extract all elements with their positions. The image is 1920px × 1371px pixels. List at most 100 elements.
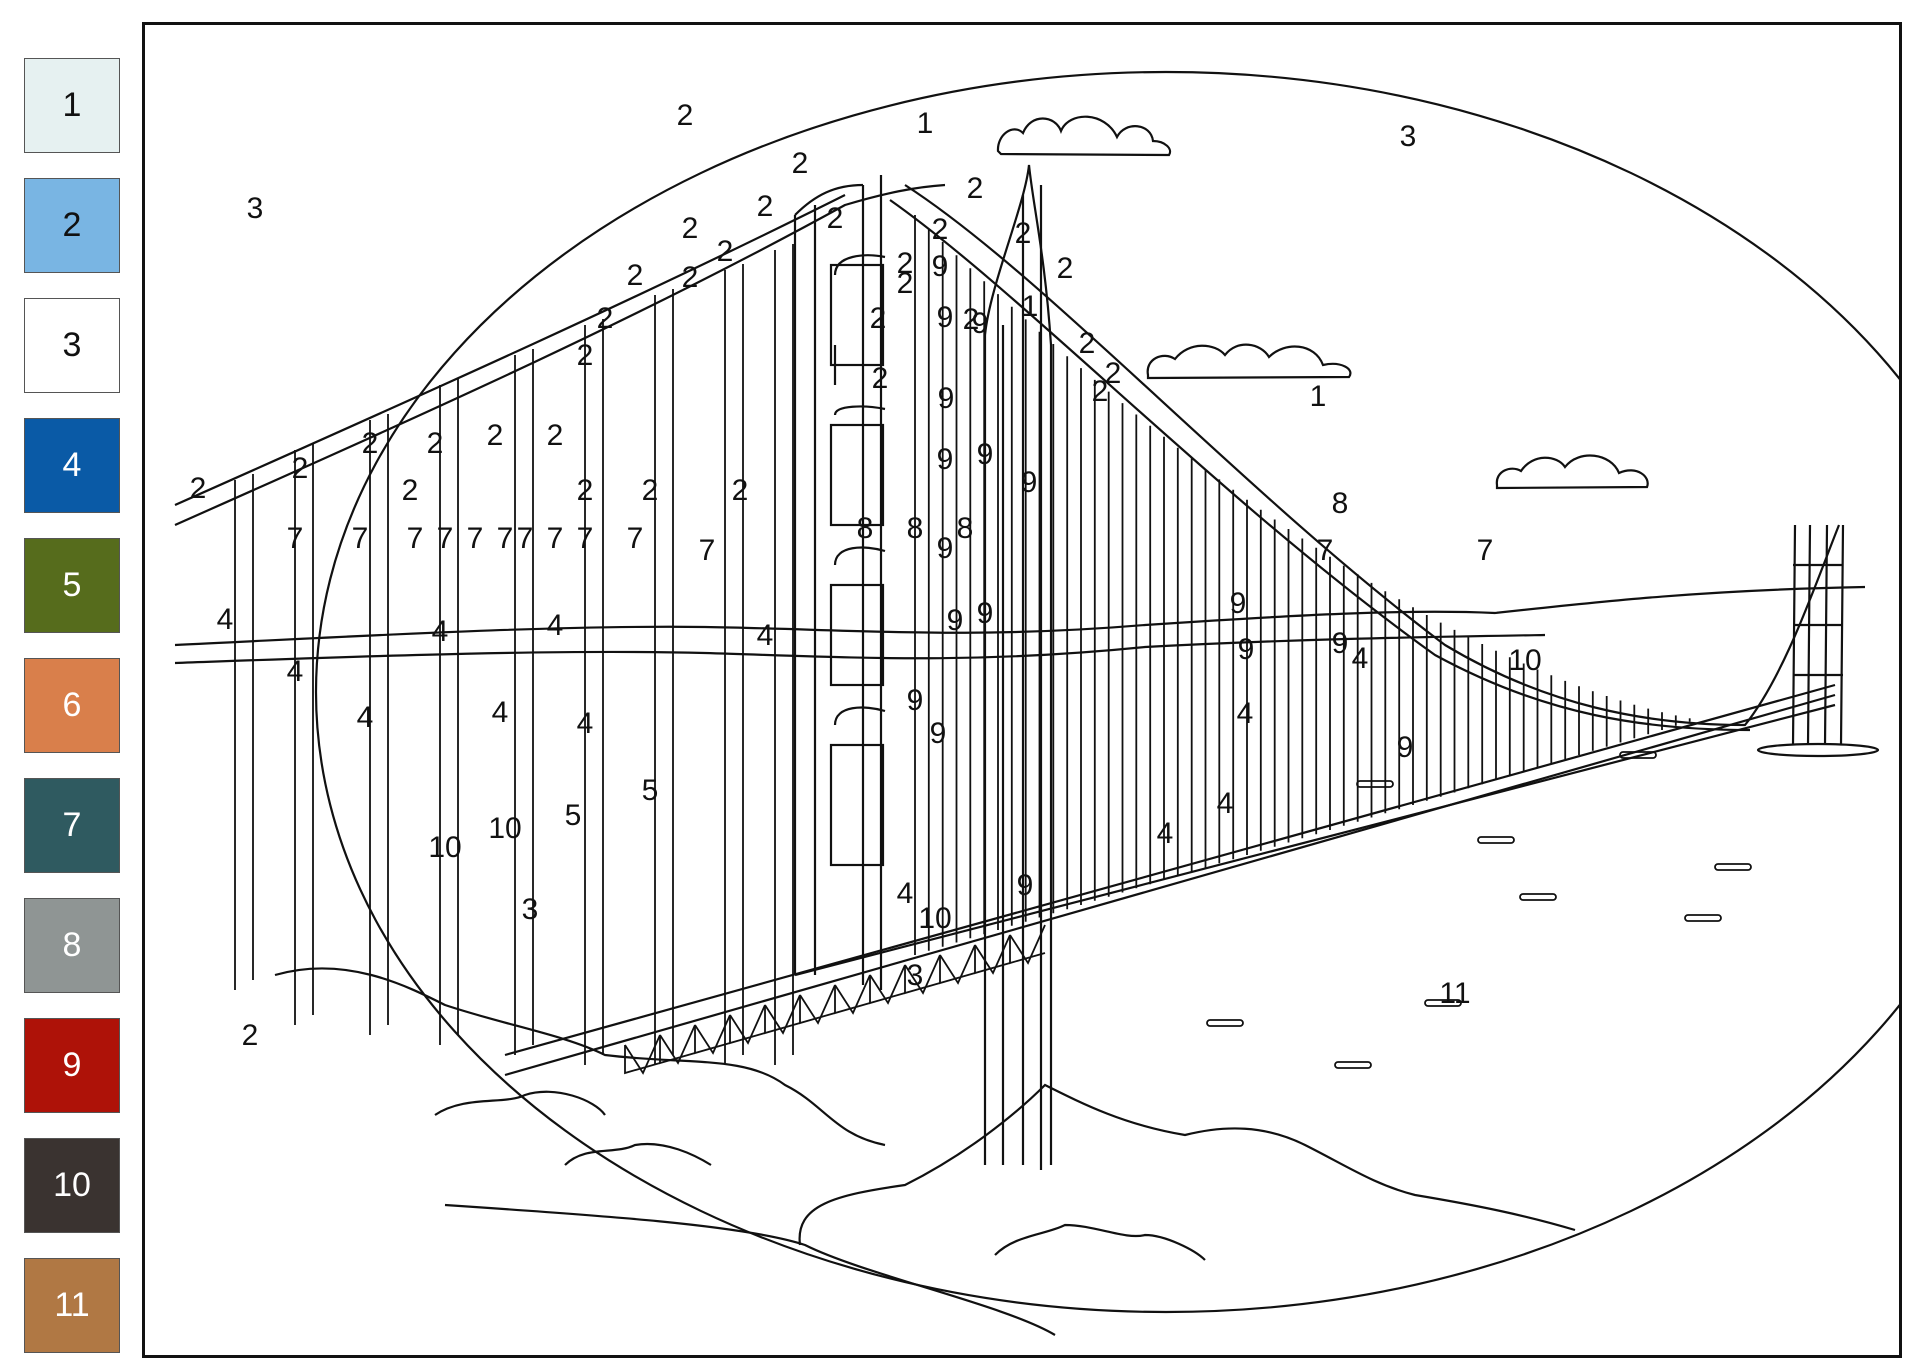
swatch-number: 10 [53,1166,91,1204]
water-ripple [1424,999,1462,1007]
right-rocks [798,1083,1576,1246]
region-label: 8 [1332,487,1349,520]
region-label: 8 [907,512,924,545]
region-label: 7 [1477,534,1494,567]
truss-segment [799,984,836,1025]
region-label: 2 [870,302,887,335]
region-label: 4 [357,701,374,734]
rock-detail [564,1142,712,1166]
region-label: 1 [917,107,934,140]
region-label: 3 [907,959,924,992]
suspender [654,289,674,1065]
main-cable [889,199,1751,732]
region-label: 9 [977,438,994,471]
region-label: 7 [547,522,564,555]
water-ripples [1206,751,1752,1069]
region-label: 7 [287,522,304,555]
color-swatch-8[interactable]: 8 [24,898,120,993]
region-label: 9 [947,604,964,637]
color-swatch-5[interactable]: 5 [24,538,120,633]
region-label: 7 [352,522,369,555]
water-ripple [1519,893,1557,901]
region-label: 8 [957,512,974,545]
water-ripple [1477,836,1515,844]
water-ripple [1714,863,1752,871]
region-label: 9 [932,250,949,283]
color-swatch-6[interactable]: 6 [24,658,120,753]
region-label: 10 [428,831,461,864]
region-label: 2 [1057,252,1074,285]
region-label: 9 [1021,466,1038,499]
region-label: 1 [1310,380,1327,413]
color-swatch-1[interactable]: 1 [24,58,120,153]
region-label: 2 [897,247,914,280]
region-label: 9 [1230,587,1247,620]
region-label: 2 [577,474,594,507]
swatch-number: 3 [62,326,82,364]
region-label: 7 [497,522,514,555]
color-swatch-10[interactable]: 10 [24,1138,120,1233]
region-label: 3 [247,192,264,225]
region-label: 2 [242,1019,259,1052]
swatch-number: 5 [62,566,82,604]
swatch-number: 4 [62,446,82,484]
deck-truss [624,924,1046,1075]
region-label: 2 [827,202,844,235]
swatch-number: 11 [54,1286,90,1324]
swatch-number: 1 [62,86,82,124]
color-swatch-3[interactable]: 3 [24,298,120,393]
region-label: 9 [1332,627,1349,660]
color-swatch-11[interactable]: 11 [24,1258,120,1353]
truss-segment [904,954,941,995]
region-label: 3 [1400,120,1417,153]
color-swatch-2[interactable]: 2 [24,178,120,273]
region-label: 4 [492,696,509,729]
swatch-number: 7 [62,806,82,844]
region-label: 7 [467,522,484,555]
cloud [1495,454,1649,490]
truss-segment [729,1004,766,1045]
oval-frame [315,71,1899,1313]
color-swatch-7[interactable]: 7 [24,778,120,873]
region-label: 4 [547,609,564,642]
region-label: 2 [963,303,980,336]
suspender [584,319,604,1065]
region-label: 9 [938,382,955,415]
color-swatch-4[interactable]: 4 [24,418,120,513]
rock-detail [434,1090,606,1116]
hills [174,585,1866,647]
region-label: 2 [627,259,644,292]
region-label: 8 [857,512,874,545]
region-label: 9 [937,532,954,565]
color-swatch-9[interactable]: 9 [24,1018,120,1113]
region-label: 4 [217,603,234,636]
suspender-cables [234,215,1691,1065]
region-label: 2 [1079,327,1096,360]
region-label: 4 [432,615,449,648]
region-label: 4 [287,655,304,688]
region-label: 9 [1017,869,1034,902]
region-label: 2 [1015,217,1032,250]
region-label: 2 [872,362,889,395]
suspender [369,414,389,1035]
region-label: 2 [292,452,309,485]
region-label: 11 [1439,977,1470,1010]
swatch-number: 2 [62,206,82,244]
truss-segment [939,944,976,985]
region-label: 1 [1022,290,1039,323]
water-ripple [1684,914,1722,922]
region-label: 7 [577,522,594,555]
region-label: 9 [937,301,954,334]
region-label: 5 [565,799,582,832]
region-label: 9 [1238,633,1255,666]
region-label: 2 [362,427,379,460]
water-ripple [1206,1019,1244,1027]
region-label: 2 [487,419,504,452]
region-label: 10 [1508,644,1541,677]
region-label: 4 [757,619,774,652]
region-label: 7 [407,522,424,555]
suspender [439,379,459,1045]
region-label: 2 [682,212,699,245]
